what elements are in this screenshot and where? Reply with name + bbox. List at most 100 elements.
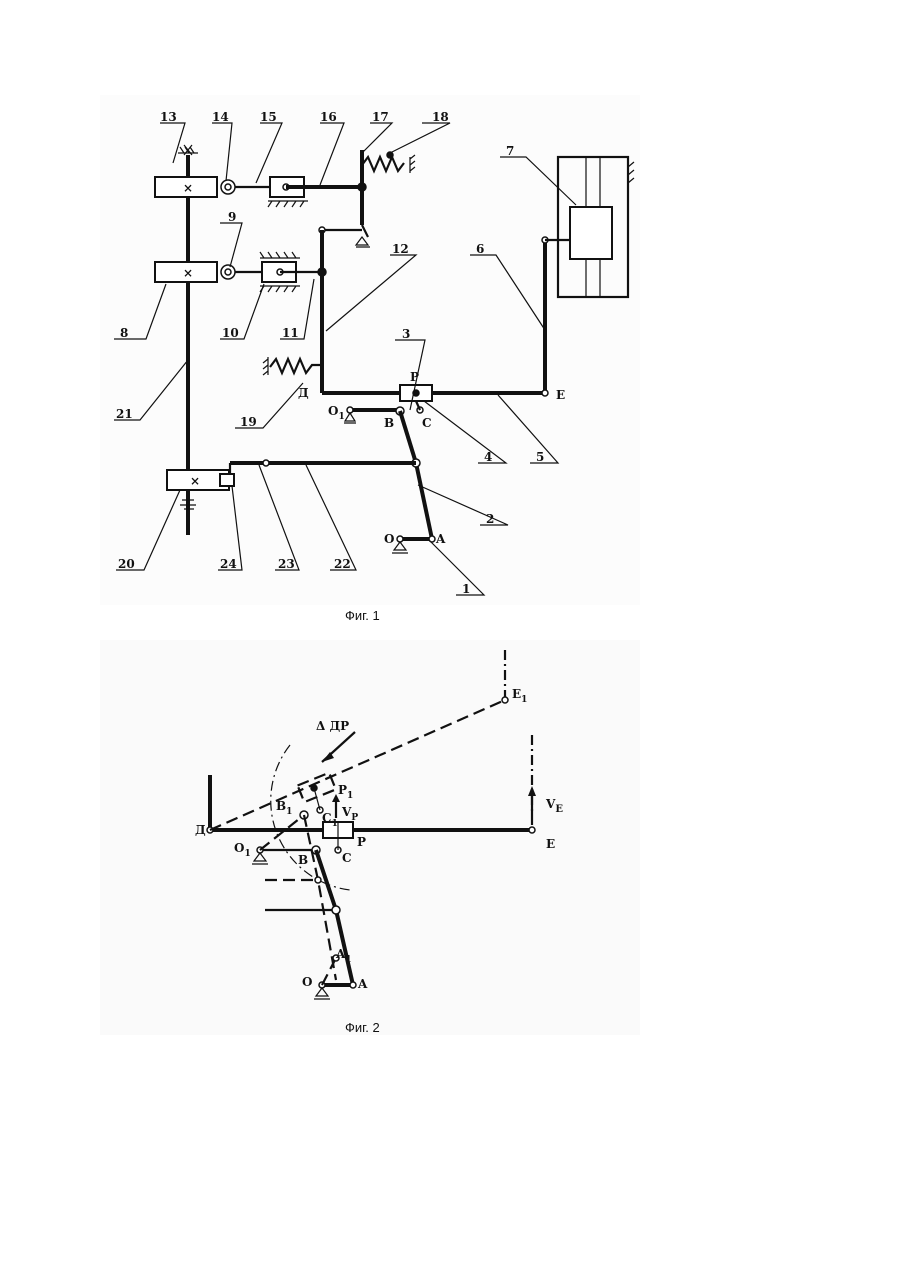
- label-B1: B1: [276, 799, 292, 817]
- figure-1-diagram: × × ×: [100, 95, 640, 605]
- label-VP: VP: [341, 805, 358, 823]
- label-D: Д: [195, 823, 206, 837]
- label-21: 21: [116, 407, 133, 421]
- label-B: B: [298, 853, 308, 867]
- label-delta: Δ ДР: [316, 719, 349, 733]
- label-O: O: [302, 975, 312, 989]
- leader-1: [428, 539, 484, 595]
- joint-E: [529, 827, 535, 833]
- label-A: A: [357, 977, 368, 991]
- label-VE: VE: [545, 797, 563, 815]
- label-13: 13: [160, 110, 177, 124]
- arc-P: [271, 745, 350, 890]
- label-14: 14: [212, 110, 229, 124]
- joint-E: [542, 390, 548, 396]
- leader-2: [418, 485, 508, 525]
- leader-16: [320, 123, 344, 185]
- label-2: 2: [486, 512, 494, 526]
- lever-17-link: [362, 225, 368, 237]
- label-3: 3: [402, 327, 410, 341]
- figure-1: × × ×: [100, 95, 640, 605]
- damper-15-hatch: [268, 201, 308, 207]
- joint-A: [350, 982, 356, 988]
- label-19: 19: [240, 415, 257, 429]
- label-P: P: [357, 835, 366, 849]
- spring-18: [362, 157, 404, 171]
- VE-arrowhead: [528, 786, 536, 796]
- damper-11-hatch-bottom: [260, 286, 300, 292]
- label-23: 23: [278, 557, 295, 571]
- coupler-2: [416, 463, 432, 539]
- leader-5: [498, 395, 558, 463]
- cross-20: ×: [190, 474, 200, 488]
- spring-18-wall: [410, 155, 415, 173]
- lever-17-joint: [358, 183, 366, 191]
- label-11: 11: [282, 326, 299, 340]
- leader-6: [470, 255, 545, 330]
- leader-22: [306, 465, 356, 570]
- joint-23: [263, 460, 269, 466]
- leader-23: [259, 465, 299, 570]
- support-O1: [252, 853, 268, 864]
- point-A: A: [435, 532, 446, 546]
- leader-4: [424, 401, 506, 463]
- leader-9: [220, 223, 242, 267]
- leader-18: [390, 123, 450, 153]
- figure-2-diagram: Д E E1 P P1 VP VE Δ ДР B1 C1 O1 B C O A …: [100, 640, 640, 1035]
- spring-19-wall: [263, 357, 268, 375]
- label-E1: E1: [512, 687, 527, 705]
- label-9: 9: [228, 210, 236, 224]
- leader-15: [256, 123, 282, 183]
- label-15: 15: [260, 110, 277, 124]
- point-B: B: [384, 416, 394, 430]
- support-O: [314, 988, 330, 999]
- lever-DE1-dashed: [210, 700, 505, 830]
- joint-14-inner: [225, 184, 231, 190]
- point-O: O: [384, 532, 394, 546]
- damper-11-hatch-top: [260, 252, 300, 258]
- joint-9-inner: [225, 269, 231, 275]
- label-16: 16: [320, 110, 337, 124]
- label-P1: P1: [338, 783, 353, 801]
- joint-coupler-dashed: [315, 877, 321, 883]
- label-1: 1: [462, 582, 470, 596]
- label-O1: O1: [234, 841, 251, 859]
- label-22: 22: [334, 557, 351, 571]
- figure-1-caption: Фиг. 1: [345, 608, 380, 623]
- valve-7: [570, 207, 612, 259]
- element-24: [220, 474, 234, 486]
- label-A1: A1: [335, 947, 352, 965]
- figure-2: Д E E1 P P1 VP VE Δ ДР B1 C1 O1 B C O A …: [100, 640, 640, 1035]
- label-E: E: [546, 837, 555, 851]
- label-12: 12: [392, 242, 409, 256]
- figure-2-caption: Фиг. 2: [345, 1020, 380, 1035]
- label-4: 4: [484, 450, 492, 464]
- label-20: 20: [118, 557, 135, 571]
- joint-E1: [502, 697, 508, 703]
- joint-coupler: [332, 906, 340, 914]
- leader-12: [326, 255, 416, 331]
- lever-17-support: [356, 237, 370, 247]
- point-D: Д: [298, 386, 309, 400]
- cross-13: ×: [183, 181, 193, 195]
- label-10: 10: [222, 326, 239, 340]
- leader-7: [500, 157, 576, 205]
- point-E: E: [556, 388, 565, 402]
- cross-8: ×: [183, 266, 193, 280]
- spring-19: [270, 359, 320, 373]
- label-24: 24: [220, 557, 237, 571]
- leader-13: [160, 123, 185, 163]
- label-5: 5: [536, 450, 544, 464]
- point-P: P: [410, 370, 419, 384]
- label-8: 8: [120, 326, 128, 340]
- coupler-upper: [400, 411, 416, 463]
- leader-17: [362, 123, 392, 153]
- crank-OA1-dashed: [322, 958, 336, 985]
- label-C: C: [342, 851, 352, 865]
- leader-14: [212, 123, 232, 181]
- label-7: 7: [506, 144, 514, 158]
- point-O1: O1: [328, 404, 345, 422]
- label-17: 17: [372, 110, 389, 124]
- label-6: 6: [476, 242, 484, 256]
